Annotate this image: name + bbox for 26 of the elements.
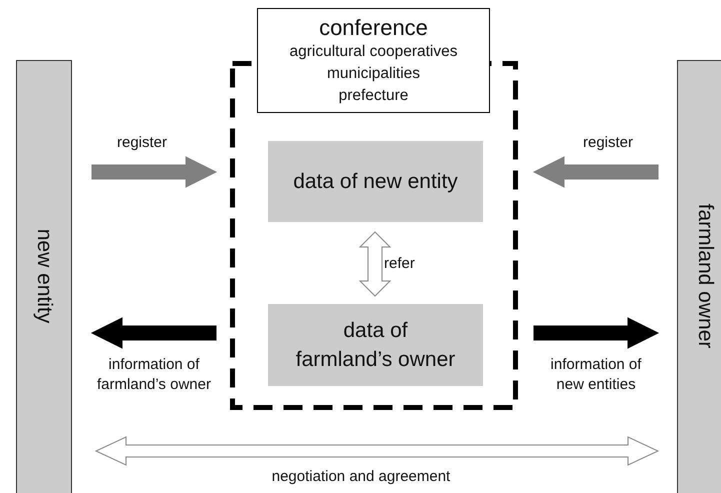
data-box	[268, 141, 483, 222]
conference-box	[257, 8, 490, 113]
box-label: data of farmland’s owner	[294, 318, 456, 373]
block-arrow	[532, 156, 658, 188]
block-arrow	[358, 231, 392, 297]
block-arrow	[92, 156, 218, 188]
actor-label: farmland owner	[692, 204, 718, 348]
member-name: prefecture	[338, 86, 408, 106]
edge-label: register	[582, 133, 634, 153]
box-heading: conference	[319, 14, 428, 40]
block-arrow	[534, 317, 660, 349]
edge-label: information of new entities	[550, 355, 642, 395]
edge-label: negotiation and agreement	[270, 467, 452, 487]
edge-label: refer	[384, 254, 416, 274]
actor-bar	[677, 60, 721, 493]
actor-bar	[16, 60, 72, 493]
edge-label: register	[116, 133, 168, 153]
block-arrow	[94, 436, 660, 466]
member-name: agricultural cooperatives	[289, 42, 458, 62]
actor-label: new entity	[32, 228, 57, 324]
dashed-boundary	[230, 61, 518, 410]
member-name: municipalities	[326, 64, 420, 84]
edge-label: information of farmland’s owner	[96, 355, 212, 395]
data-box	[268, 304, 483, 386]
block-arrow	[90, 317, 216, 349]
box-label: data of new entity	[293, 169, 458, 195]
